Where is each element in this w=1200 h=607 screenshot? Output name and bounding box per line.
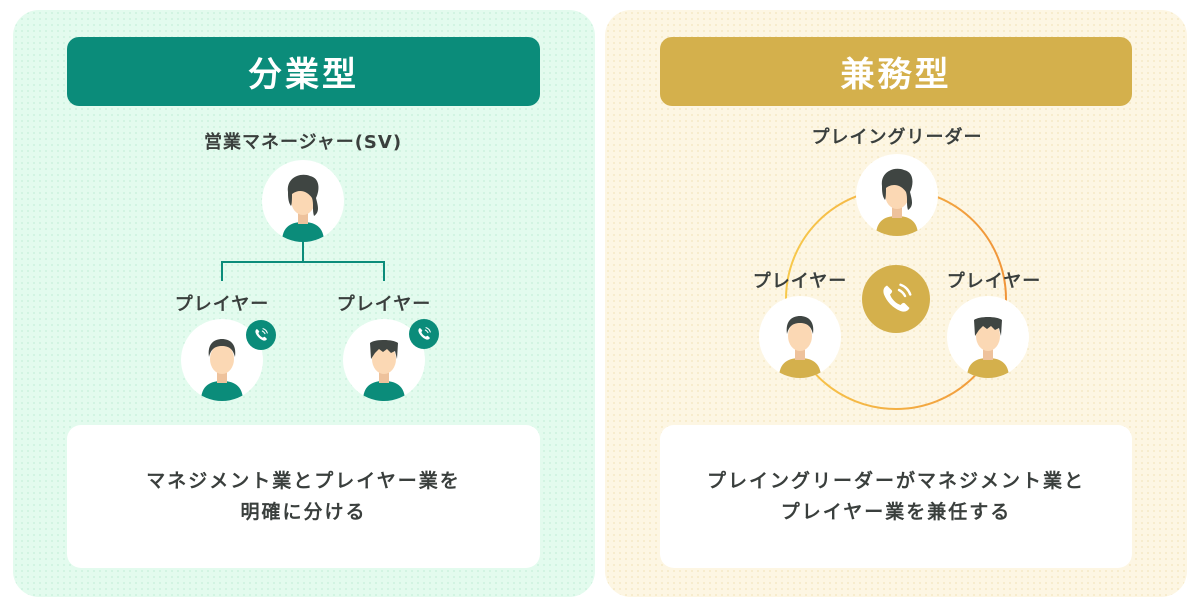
description-line: マネジメント業とプレイヤー業を <box>146 469 461 492</box>
description-line: プレイヤー業を兼任する <box>780 500 1012 523</box>
manager-avatar-icon <box>262 160 344 242</box>
division-type-panel: 分業型 営業マネージャー(SV) プレイヤー プレイヤー マネジメント業とプレイ… <box>13 10 595 597</box>
division-type-header: 分業型 <box>67 37 540 106</box>
phone-icon <box>246 320 276 350</box>
leader-label: プレイングリーダー <box>811 127 983 148</box>
org-connector-vertical <box>302 241 304 263</box>
org-connector-horizontal <box>221 261 385 263</box>
org-connector-left-drop <box>221 261 223 281</box>
division-type-title: 分業型 <box>248 55 359 95</box>
concurrent-type-description: プレイングリーダーがマネジメント業と プレイヤー業を兼任する <box>660 425 1132 568</box>
division-type-description: マネジメント業とプレイヤー業を 明確に分ける <box>67 425 540 568</box>
concurrent-type-title: 兼務型 <box>840 55 952 95</box>
phone-icon <box>409 319 439 349</box>
player-label: プレイヤー <box>174 294 270 315</box>
concurrent-type-header: 兼務型 <box>660 37 1132 106</box>
description-line: プレイングリーダーがマネジメント業と <box>706 469 1085 492</box>
org-connector-right-drop <box>383 261 385 281</box>
concurrent-type-panel: 兼務型 プレイングリーダー プレイヤー プレイヤー プレイングリーダーがマネジメ… <box>605 10 1187 597</box>
player-label: プレイヤー <box>752 271 848 292</box>
manager-label: 営業マネージャー(SV) <box>203 132 403 153</box>
player-label: プレイヤー <box>946 271 1042 292</box>
player-avatar-icon <box>759 296 841 378</box>
player-avatar-icon <box>947 296 1029 378</box>
phone-icon <box>862 265 930 333</box>
player-label: プレイヤー <box>336 294 432 315</box>
description-line: 明確に分ける <box>240 500 367 523</box>
leader-avatar-icon <box>856 154 938 236</box>
